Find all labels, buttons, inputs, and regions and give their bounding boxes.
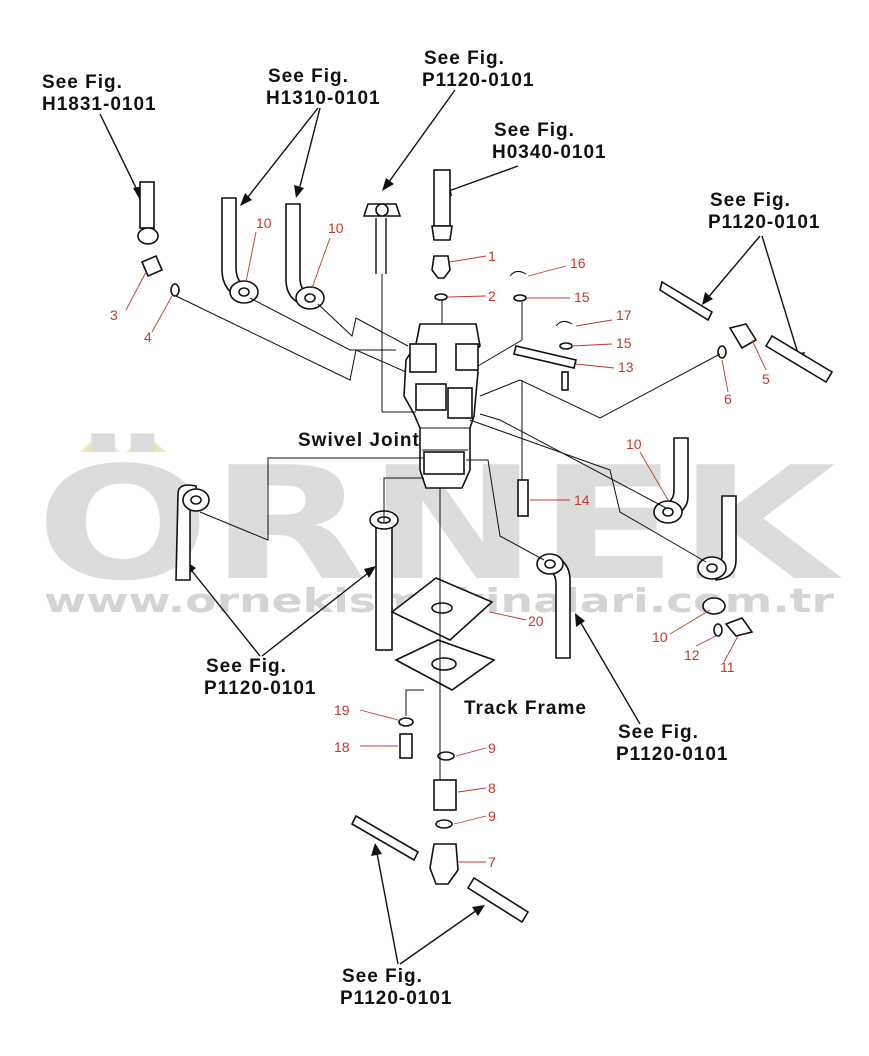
- callout-15a: 15: [574, 289, 590, 305]
- callout-7: 7: [488, 854, 496, 870]
- ref-p1120-right-line1: See Fig.: [710, 190, 791, 211]
- hose-p1120-right-b: [764, 334, 834, 384]
- fittings: [140, 254, 758, 885]
- callout-17: 17: [616, 307, 632, 323]
- ref-p1120-left-line2: P1120-0101: [204, 678, 317, 699]
- ref-p1120-right-line2: P1120-0101: [708, 212, 821, 233]
- washer-15-b: [559, 342, 573, 350]
- callout-9b: 9: [488, 808, 496, 824]
- flange-10-e: [702, 597, 726, 615]
- ref-h1831-line2: H1831-0101: [42, 94, 157, 115]
- hose-bottom-left: [350, 814, 420, 862]
- elbow-3: [140, 254, 164, 278]
- ref-p1120-left-line1: See Fig.: [206, 656, 287, 677]
- hose-p1120-right-a: [659, 280, 714, 322]
- bolt-11: [724, 617, 754, 637]
- watermark-accent-right: [126, 434, 166, 452]
- tee-5: [728, 323, 758, 350]
- callout-1: 1: [488, 248, 496, 264]
- ref-p1120-bottom-line1: See Fig.: [342, 966, 423, 987]
- callout-leaders: [125, 231, 767, 863]
- oring-2: [434, 293, 448, 301]
- connector-1: [431, 255, 451, 279]
- ref-h1310-line1: See Fig.: [268, 66, 349, 87]
- callout-14: 14: [574, 492, 590, 508]
- pin-16: [509, 270, 527, 277]
- adapter-8: [433, 779, 457, 811]
- swivel-port-mid-right: [447, 387, 473, 419]
- callout-13: 13: [618, 359, 634, 375]
- swivel-joint-label: Swivel Joint: [298, 430, 420, 451]
- ref-p1120-bottom-line2: P1120-0101: [340, 988, 453, 1009]
- oring-4: [170, 283, 180, 297]
- callout-3: 3: [110, 307, 118, 323]
- callout-10d: 10: [652, 629, 668, 645]
- callout-20: 20: [528, 613, 544, 629]
- washer-15-a: [513, 294, 527, 302]
- pin-13-stem: [561, 371, 569, 391]
- oring-9-b: [435, 819, 453, 829]
- connection-lines: [175, 274, 721, 780]
- reference-arrows: [99, 89, 805, 965]
- link-13: [513, 345, 577, 369]
- track-frame-label: Track Frame: [464, 698, 587, 719]
- pin-14: [517, 479, 529, 517]
- hoses: [137, 169, 834, 924]
- swivel-port-right: [455, 343, 479, 371]
- callout-18: 18: [334, 739, 350, 755]
- callout-2: 2: [488, 288, 496, 304]
- swivel-port-mid: [415, 383, 447, 411]
- callout-11: 11: [720, 659, 735, 675]
- callout-19: 19: [334, 702, 350, 718]
- oring-9-a: [437, 751, 455, 761]
- callout-15b: 15: [616, 335, 632, 351]
- callout-12: 12: [684, 647, 700, 663]
- callout-8: 8: [488, 780, 496, 796]
- hose-h1831: [139, 181, 155, 229]
- ref-p1120-mid-line2: P1120-0101: [616, 744, 729, 765]
- washer-19: [398, 717, 414, 727]
- reference-labels: See Fig. H1831-0101 See Fig. H1310-0101 …: [42, 48, 821, 1009]
- ref-h1831-line1: See Fig.: [42, 72, 123, 93]
- callout-16: 16: [570, 255, 586, 271]
- hose-bottom-right: [466, 876, 530, 924]
- washer-12: [713, 623, 723, 637]
- callout-10b: 10: [328, 220, 344, 236]
- pin-17: [555, 320, 573, 327]
- ref-h1310-line2: H1310-0101: [266, 88, 381, 109]
- callout-9a: 9: [488, 740, 496, 756]
- callout-4: 4: [144, 329, 152, 345]
- callout-5: 5: [762, 371, 770, 387]
- plates: [390, 577, 496, 691]
- oring-6: [717, 345, 727, 359]
- tee-7: [429, 843, 459, 885]
- ref-p1120-top-line1: See Fig.: [424, 48, 505, 69]
- hose-h0340: [433, 169, 451, 227]
- swivel-joint: [403, 323, 481, 489]
- bolt-18: [399, 733, 413, 759]
- pipe-center-lower: [375, 523, 393, 651]
- callout-6: 6: [724, 391, 732, 407]
- callout-numbers: 1 2 3 4 5 6 7 8 9 9 10 10 10 10 11 12 13…: [110, 215, 770, 870]
- ref-h0340-line1: See Fig.: [494, 120, 575, 141]
- ref-h0340-line2: H0340-0101: [492, 142, 607, 163]
- callout-10c: 10: [626, 436, 642, 452]
- ref-p1120-top-line2: P1120-0101: [422, 70, 535, 91]
- callout-10a: 10: [256, 215, 272, 231]
- ref-p1120-mid-line1: See Fig.: [618, 722, 699, 743]
- swivel-port-bottom: [423, 451, 465, 475]
- swivel-port-left: [409, 343, 437, 373]
- watermark-accent-left: [80, 434, 120, 452]
